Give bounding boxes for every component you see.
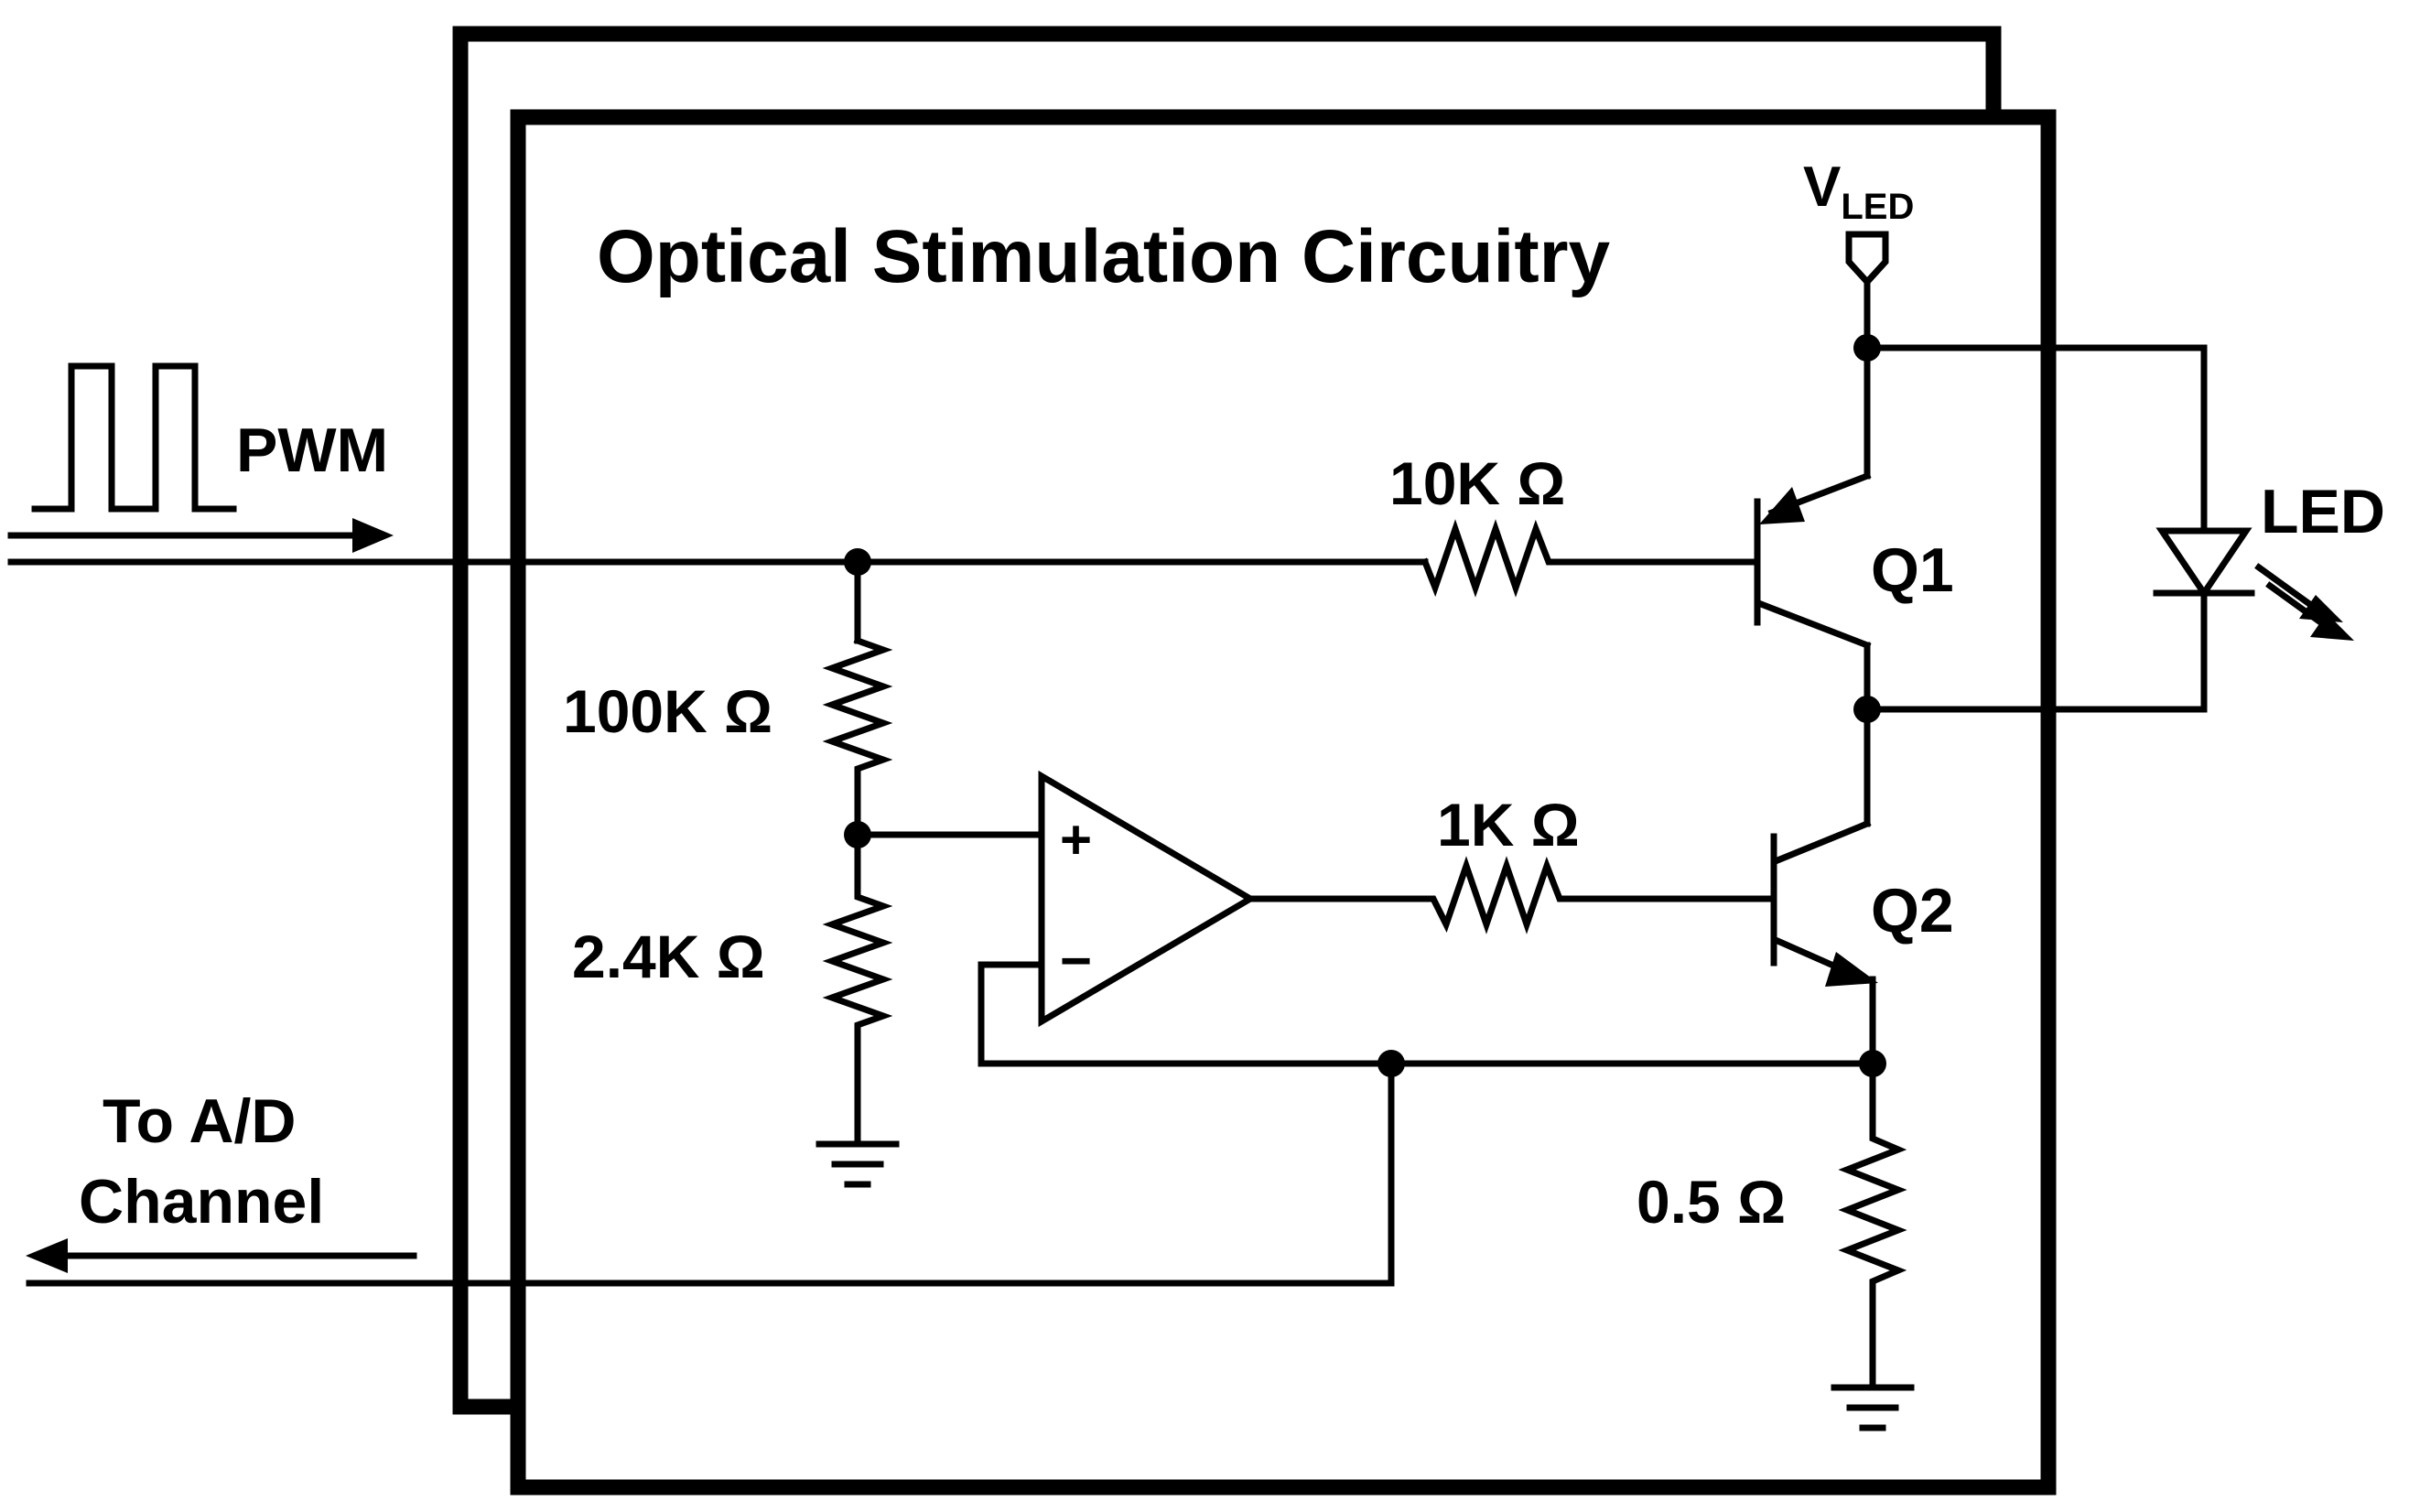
q2-label: Q2 bbox=[1871, 876, 1954, 945]
opamp-plus: + bbox=[1060, 809, 1092, 870]
led-diode bbox=[2153, 527, 2354, 641]
ground-symbol-sense bbox=[1831, 1384, 1915, 1431]
resistor-2-4k bbox=[822, 831, 893, 1144]
resistor-100k bbox=[822, 636, 893, 838]
wire-ad-output bbox=[26, 1060, 1395, 1287]
pwm-waveform bbox=[31, 362, 237, 513]
diagram-title: Optical Stimulation Circuitry bbox=[597, 215, 1611, 298]
to-ad-label-line2: Channel bbox=[79, 1167, 324, 1237]
vled-label: VLED bbox=[1803, 156, 1914, 227]
opamp bbox=[1038, 770, 1257, 1028]
resistor-1k-label: 1K Ω bbox=[1437, 791, 1580, 859]
opamp-minus: − bbox=[1060, 930, 1092, 991]
pwm-label: PWM bbox=[236, 416, 388, 485]
led-label: LED bbox=[2261, 477, 2385, 546]
resistor-2-4k-label: 2.4K Ω bbox=[572, 923, 765, 990]
resistor-0-5 bbox=[1838, 1060, 1907, 1386]
wire-opamp-feedback bbox=[978, 961, 1876, 1067]
resistor-100k-label: 100K Ω bbox=[563, 677, 772, 745]
q1-label: Q1 bbox=[1871, 535, 1954, 605]
to-ad-label-line1: To A/D bbox=[103, 1086, 297, 1156]
transistor-q2 bbox=[1662, 706, 1878, 1067]
resistor-10k-label: 10K Ω bbox=[1389, 449, 1565, 517]
ad-output-arrow bbox=[26, 1238, 417, 1273]
pwm-input-arrow bbox=[7, 518, 394, 553]
ground-symbol-divider bbox=[816, 1140, 900, 1188]
resistor-0-5-label: 0.5 Ω bbox=[1637, 1168, 1786, 1236]
board-frame-front bbox=[510, 109, 2057, 1496]
resistor-10k bbox=[1421, 519, 1658, 598]
transistor-q1 bbox=[1651, 471, 1872, 650]
resistor-1k bbox=[1247, 856, 1669, 934]
wire-led-top bbox=[1863, 344, 2208, 535]
wire-led-bottom bbox=[1863, 589, 2208, 713]
